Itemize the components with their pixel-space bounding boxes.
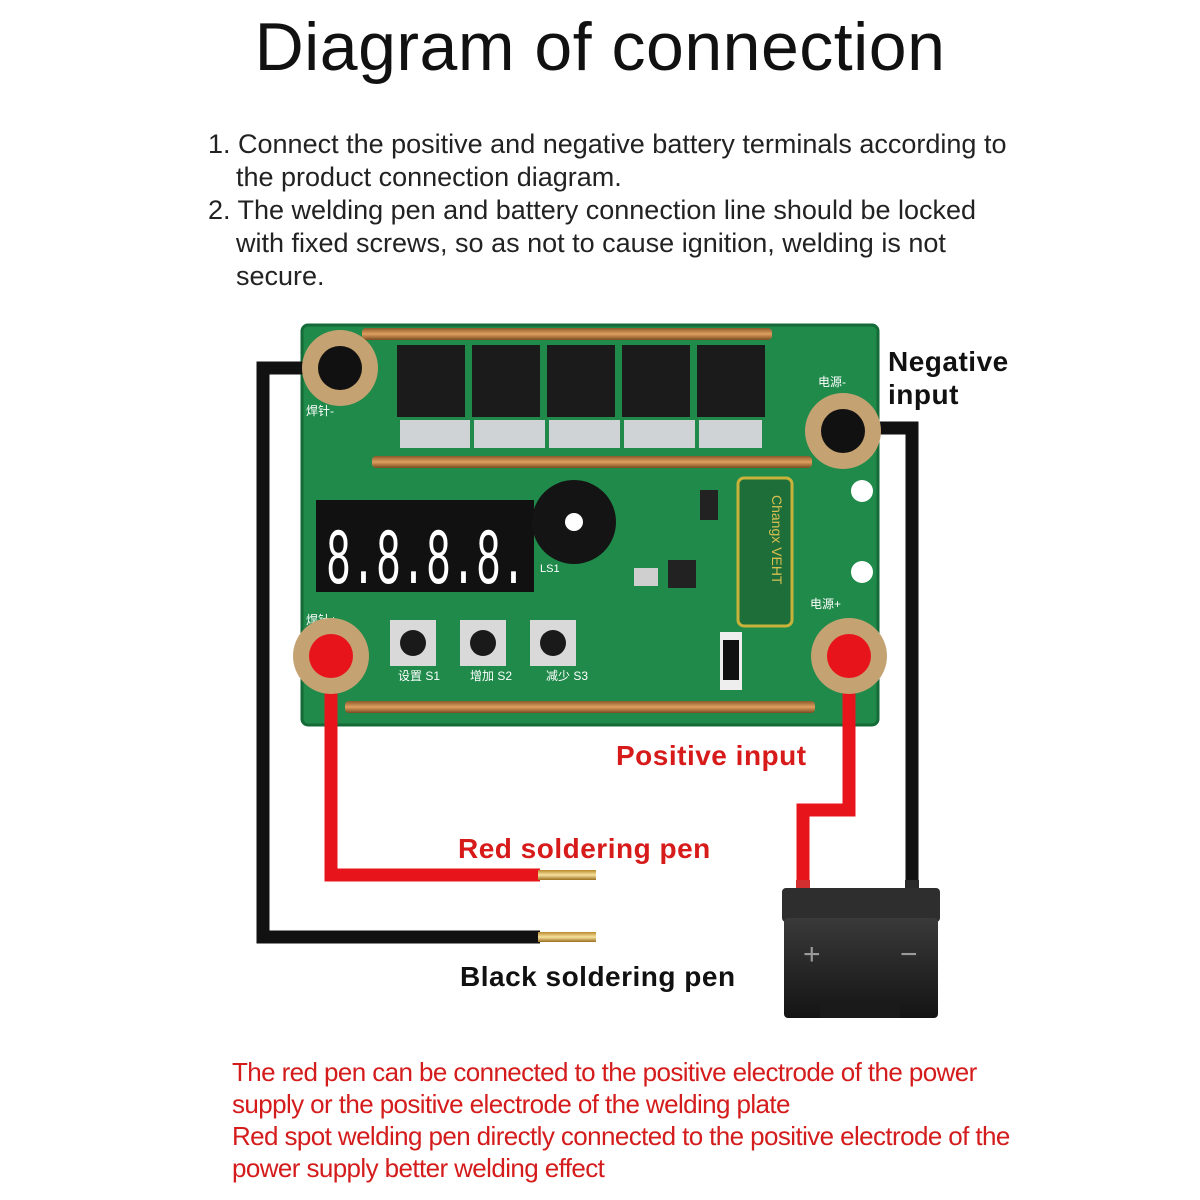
terminal-bottom-left — [293, 618, 369, 694]
negative-input-label: Negative input — [888, 346, 1009, 410]
black-pen-tip — [538, 932, 596, 942]
seven-segment-display — [316, 500, 534, 592]
page-title: Diagram of connection — [254, 9, 946, 85]
instructions-list: 1. Connect the positive and negative bat… — [208, 128, 1008, 293]
red-pen-wire — [324, 656, 540, 882]
red-pen-label: Red soldering pen — [458, 833, 711, 864]
mosfet-1 — [397, 345, 465, 417]
battery-icon — [782, 880, 940, 1018]
tactile-button-s1[interactable] — [390, 620, 436, 666]
mosfet-4 — [622, 345, 690, 417]
mosfet-row — [397, 345, 765, 448]
ic-chip — [668, 560, 696, 588]
positive-input-label: Positive input — [616, 740, 807, 771]
silk-label-right-top: 电源- — [818, 375, 846, 389]
mosfet-3 — [547, 345, 615, 417]
battery-minus-sign: − — [900, 938, 918, 971]
black-pen-wire — [256, 361, 540, 944]
electrolytic-capacitor — [736, 476, 794, 628]
instruction-item-2: 2. The welding pen and battery connectio… — [208, 195, 977, 291]
silk-label-right-bottom: 电源+ — [810, 597, 841, 611]
note-text: The red pen can be connected to the posi… — [232, 1056, 1012, 1184]
capacitor-brand: Changx VEHT — [769, 495, 785, 585]
terminal-top-right — [805, 393, 881, 469]
button-label-s1: 设置 S1 — [398, 669, 440, 683]
mosfet-2 — [472, 345, 540, 417]
copper-bar-top — [362, 328, 772, 340]
battery-plus-sign: + — [803, 938, 821, 971]
note-line-1: The red pen can be connected to the posi… — [232, 1057, 977, 1119]
terminal-top-left — [302, 330, 378, 406]
component-u1 — [700, 490, 718, 520]
terminal-bottom-right — [811, 618, 887, 694]
buzzer-label: LS1 — [540, 563, 560, 575]
mosfet-5 — [697, 345, 765, 417]
button-label-s3: 减少 S3 — [546, 669, 588, 683]
display-digits: 8.8.8.8. — [326, 517, 526, 608]
silk-label-left-top: 焊针- — [306, 403, 334, 418]
crystal — [634, 568, 658, 586]
copper-bar-middle — [372, 456, 812, 468]
black-pen-label: Black soldering pen — [460, 961, 736, 992]
red-pen-tip — [538, 870, 596, 880]
positive-input-wire — [796, 656, 856, 882]
tactile-button-s3[interactable] — [530, 620, 576, 666]
button-label-s2: 增加 S2 — [470, 669, 512, 683]
copper-bar-bottom — [345, 701, 815, 713]
instruction-item-1: 1. Connect the positive and negative bat… — [208, 129, 1007, 192]
note-line-2: Red spot welding pen directly connected … — [232, 1121, 1010, 1183]
tactile-button-s2[interactable] — [460, 620, 506, 666]
pcb-board-shade — [300, 323, 880, 727]
